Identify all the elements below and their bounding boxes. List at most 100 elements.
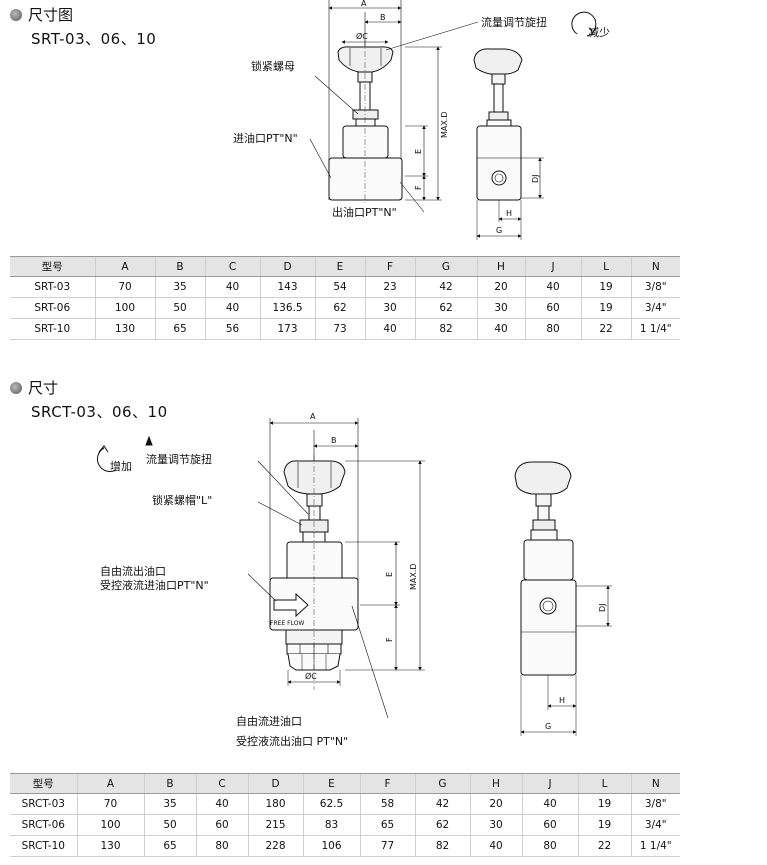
table-cell: SRCT-06	[10, 814, 77, 836]
srt-side-dims: DJ H G	[496, 174, 540, 235]
label-outlet: 出油口PT"N"	[332, 205, 397, 219]
table-cell: 82	[414, 835, 470, 857]
dim-e: E	[385, 572, 394, 577]
table-cell: SRT-06	[10, 297, 95, 319]
table-cell: 50	[154, 297, 205, 319]
table-cell: 62.5	[302, 793, 360, 815]
dim-h: H	[559, 696, 565, 705]
dim-g: G	[496, 226, 502, 235]
col-header: 型号	[10, 773, 77, 794]
table-cell: 35	[154, 276, 205, 298]
table-cell: 40	[204, 297, 260, 319]
table-cell: 30	[476, 297, 525, 319]
col-header: H	[469, 773, 522, 794]
table-cell: 22	[580, 318, 631, 340]
dim-j: DJ	[531, 174, 540, 183]
table-cell: 58	[359, 793, 415, 815]
col-header: A	[76, 773, 144, 794]
table-cell: 180	[247, 793, 303, 815]
table-cell: 130	[94, 318, 155, 340]
col-header: J	[524, 256, 581, 277]
col-header: D	[247, 773, 303, 794]
col-header: C	[204, 256, 260, 277]
table-cell: 65	[143, 835, 196, 857]
col-header: H	[476, 256, 525, 277]
section1-title-text: 尺寸图	[28, 6, 74, 24]
label-inlet: 进油口PT"N"	[233, 131, 298, 145]
table-cell: 22	[577, 835, 631, 857]
table-cell: 62	[414, 814, 470, 836]
col-header: D	[259, 256, 315, 277]
dim-a: A	[361, 0, 367, 8]
table-cell: 40	[204, 276, 260, 298]
section2-title: 尺寸	[10, 377, 58, 398]
col-header: B	[143, 773, 196, 794]
table-cell: 42	[414, 276, 477, 298]
table-row: SRT-06 100 50 40 136.5 62 30 62 30 60 19…	[10, 297, 680, 319]
table-cell: 80	[524, 318, 581, 340]
section2-models: SRCT-03、06、10	[31, 403, 168, 421]
dim-d: MAX.D	[409, 563, 418, 590]
table-cell: 83	[302, 814, 360, 836]
dim-c: ØC	[356, 31, 368, 41]
table-cell: 42	[414, 793, 470, 815]
decrease-rotation-icon	[571, 11, 597, 37]
col-header: G	[414, 256, 477, 277]
table-cell: 100	[76, 814, 144, 836]
table-cell: 30	[469, 814, 522, 836]
srct-front-dims: A B ØC MAX.D E F FREE FLOW	[270, 412, 418, 681]
table-cell: SRT-10	[10, 318, 95, 340]
label-locknut: 锁紧螺帽"L"	[152, 493, 212, 507]
label-increase: 增加	[110, 459, 132, 473]
srct-front-view	[247, 418, 425, 719]
srt-side-view	[473, 48, 544, 240]
table-cell: 3/8"	[630, 276, 680, 298]
table-cell: 3/8"	[630, 793, 680, 815]
bullet-icon	[10, 8, 22, 21]
dim-c: ØC	[305, 671, 317, 681]
table-cell: SRT-03	[10, 276, 95, 298]
label-decrease: 减少	[588, 26, 610, 39]
table-cell: 56	[204, 318, 260, 340]
table-cell: SRCT-10	[10, 835, 77, 857]
table-cell: 136.5	[259, 297, 315, 319]
srt-front-view	[309, 0, 479, 213]
table-cell: SRCT-03	[10, 793, 77, 815]
label-knob: 流量调节旋扭	[146, 452, 212, 466]
table-cell: 40	[521, 793, 578, 815]
table-cell: 60	[195, 814, 248, 836]
table-cell: 77	[359, 835, 415, 857]
col-header: 型号	[10, 256, 95, 277]
table-cell: 35	[143, 793, 196, 815]
table-cell: 228	[247, 835, 303, 857]
col-header: E	[314, 256, 365, 277]
table-cell: 65	[359, 814, 415, 836]
table-cell: 80	[521, 835, 578, 857]
label-ctrl-out: 受控液流出油口 PT"N"	[236, 734, 348, 748]
srt-front-dims: A B ØC MAX.D E F	[356, 0, 449, 190]
col-header: J	[521, 773, 578, 794]
table-cell: 70	[94, 276, 155, 298]
col-header: N	[630, 773, 680, 794]
table-header-row: 型号 A B C D E F G H J L N	[10, 773, 680, 794]
label-free-in: 自由流进油口	[236, 714, 302, 728]
table-cell: 40	[364, 318, 415, 340]
table-cell: 19	[577, 793, 631, 815]
increase-rotation-icon	[96, 435, 153, 473]
col-header: E	[302, 773, 360, 794]
table-cell: 50	[143, 814, 196, 836]
label-free-flow: FREE FLOW	[270, 620, 304, 627]
table-cell: 40	[476, 318, 525, 340]
dim-f: F	[385, 637, 394, 642]
section1-models: SRT-03、06、10	[31, 30, 157, 48]
section2-title-text: 尺寸	[28, 379, 59, 397]
table-cell: 65	[154, 318, 205, 340]
table-cell: 100	[94, 297, 155, 319]
table-cell: 3/4"	[630, 297, 680, 319]
table-cell: 215	[247, 814, 303, 836]
table-cell: 40	[524, 276, 581, 298]
bullet-icon	[10, 381, 22, 394]
table-cell: 30	[364, 297, 415, 319]
srct-side-dims: DJ H G	[545, 603, 607, 731]
